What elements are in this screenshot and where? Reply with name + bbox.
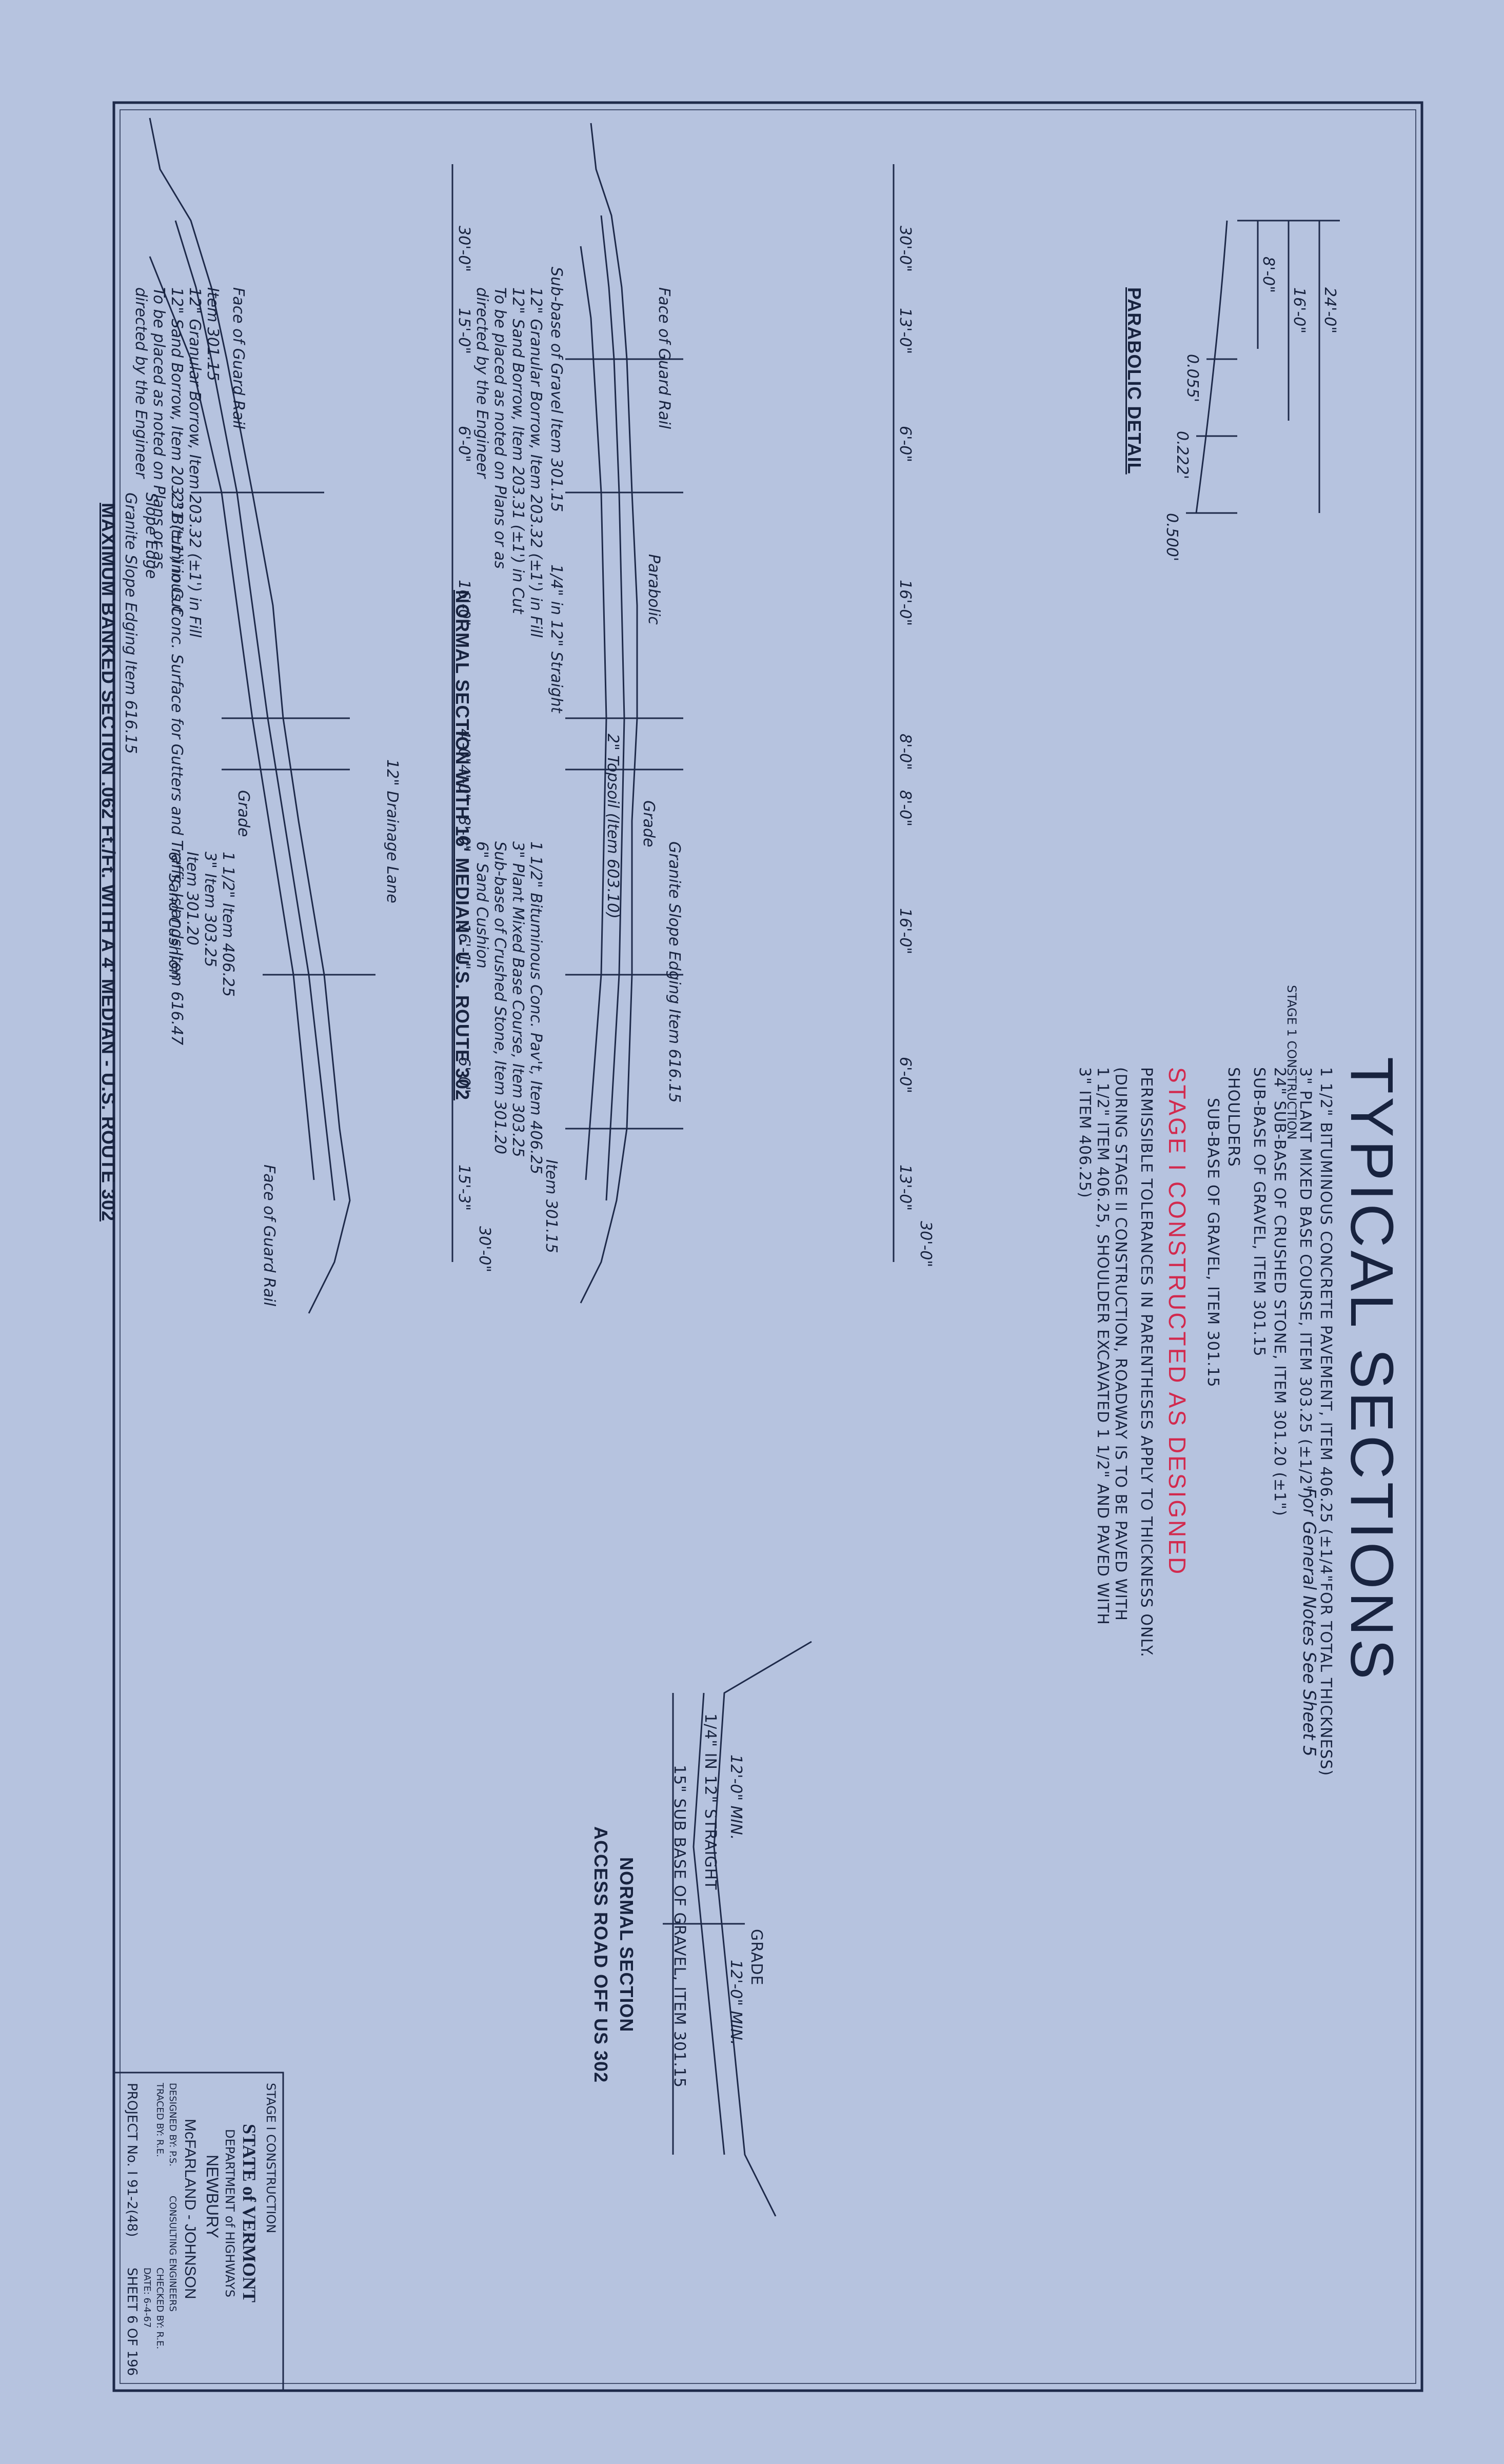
tolerances-note: PERMISSIBLE TOLERANCES IN PARENTHESES AP… xyxy=(1137,1067,1155,1658)
tb-project: PROJECT No. I 91-2(48) xyxy=(124,2083,140,2237)
normal-note-bituminous: 1 1/2" Bituminous Conc. Pav't, Item 406.… xyxy=(527,841,545,1175)
normal-dim-6: 16'-0" xyxy=(896,908,914,955)
parabolic-dim-8: 8'-0" xyxy=(1259,257,1277,293)
normal-note-topsoil: 2" Topsoil (Item 603.10) xyxy=(604,734,622,919)
parabolic-dim-24: 24'-0" xyxy=(1321,287,1339,334)
stage-constructed-stamp: STAGE I CONSTRUCTED AS DESIGNED xyxy=(1164,1067,1191,1576)
normal-dim-7: 6'-0" xyxy=(896,1057,914,1094)
parabolic-offset-2: 0.222' xyxy=(1173,431,1191,480)
normal-dim-3: 16'-0" xyxy=(896,580,914,626)
normal-note-cushion: 6" Sand Cushion xyxy=(473,841,491,969)
banked-dim-3: 16'-0" xyxy=(455,580,473,626)
normal-note-placed: To be placed as noted on Plans or as xyxy=(491,287,509,569)
normal-dim-0: 30'-0" xyxy=(896,226,914,272)
banked-note-granite: Granite Slope Edging Item 616.15 xyxy=(122,492,140,754)
tb-date: DATE: 6-4-67 xyxy=(142,2268,152,2328)
shoulders-line: SUB-BASE OF GRAVEL, ITEM 301.15 xyxy=(1204,1098,1222,1388)
banked-dim-7: 16'-1" xyxy=(455,923,473,970)
banked-dim-4: 4'-0" xyxy=(455,728,473,765)
access-note-subbase: 15" SUB BASE OF GRAVEL, ITEM 301.15 xyxy=(670,1765,688,2088)
tb-town: NEWBURY xyxy=(203,2155,222,2238)
banked-dim-1: 15'-0" xyxy=(455,308,473,354)
normal-dim-5: 8'-0" xyxy=(896,790,914,827)
normal-dim-1: 13'-0" xyxy=(896,308,914,354)
access-dim-right: 12'-0" MIN. xyxy=(727,1960,745,2045)
banked-dim-5: 4'-0" xyxy=(455,764,473,801)
parabolic-dim-16: 16'-0" xyxy=(1290,287,1308,334)
access-label-1: NORMAL SECTION xyxy=(616,1857,637,2033)
stage1-line2: 3" PLANT MIXED BASE COURSE, ITEM 303.25 … xyxy=(1296,1067,1314,1500)
tb-firm-sub: CONSULTING ENGINEERS xyxy=(167,2196,178,2312)
normal-note-grade: Grade xyxy=(640,800,658,847)
stage2-note-3: 3" ITEM 406.25) xyxy=(1076,1067,1094,1198)
stage1-line4: SUB-BASE OF GRAVEL, ITEM 301.15 xyxy=(1250,1067,1268,1357)
normal-note-crushed: Sub-base of Crushed Stone, Item 301.20 xyxy=(491,841,509,1154)
tb-state: STATE of VERMONT xyxy=(239,2124,260,2303)
access-note-grade: GRADE xyxy=(747,1929,765,1986)
general-notes-ref: For General Notes See Sheet 5 xyxy=(1299,1488,1319,1757)
banked-note-cushion: 6" Sand Cushion xyxy=(165,852,183,979)
banked-note-bituminous: 1 1/2" Item 406.25 xyxy=(219,852,237,997)
normal-note-base: 3" Plant Mixed Base Course, Item 303.25 xyxy=(509,841,527,1157)
banked-dim-10: 30'-0" xyxy=(476,1226,493,1273)
stage2-note-2: 1 1/2" ITEM 406.25, SHOULDER EXCAVATED 1… xyxy=(1094,1067,1112,1625)
tb-checked: CHECKED BY: R.E. xyxy=(154,2268,165,2350)
normal-note-straight: 1/4" in 12" Straight xyxy=(547,564,565,713)
tb-stage: STAGE I CONSTRUCTION xyxy=(264,2083,278,2234)
normal-note-granular: 12" Granular Borrow, Item 203.32 (±1') i… xyxy=(527,287,545,638)
banked-dim-0: 30'-0" xyxy=(455,226,473,272)
parabolic-offset-1: 0.055' xyxy=(1183,354,1201,403)
parabolic-offset-3: 0.500' xyxy=(1163,513,1181,562)
access-note-straight: 1/4" IN 12" STRAIGHT xyxy=(701,1713,719,1890)
tb-traced: TRACED BY: R.E. xyxy=(154,2083,165,2157)
banked-note-engineer: directed by the Engineer xyxy=(132,287,150,479)
banked-note-slope-edge: Slope Edge xyxy=(142,492,160,579)
stage1-line1: 1 1/2" BITUMINOUS CONCRETE PAVEMENT, ITE… xyxy=(1317,1067,1335,1777)
banked-note-guard-rail-left: Face of Guard Rail xyxy=(229,287,247,429)
banked-dim-8: 6'-0" xyxy=(455,1057,473,1094)
normal-note-parabolic: Parabolic xyxy=(645,554,663,625)
normal-dim-2: 6'-0" xyxy=(896,426,914,463)
normal-note-granite: Granite Slope Edging Item 616.15 xyxy=(665,841,683,1103)
tb-designed: DESIGNED BY: P.S. xyxy=(167,2083,178,2167)
normal-note-subbase: Sub-base of Gravel Item 301.15 xyxy=(547,267,565,512)
parabolic-detail-label: PARABOLIC DETAIL xyxy=(1124,287,1145,475)
banked-note-guard-rail-right: Face of Guard Rail xyxy=(260,1165,278,1307)
normal-note-engineer: directed by the Engineer xyxy=(473,287,491,479)
banked-section-label: MAXIMUM BANKED SECTION .062 Ft./Ft. WITH… xyxy=(98,503,119,1221)
banked-note-item: Item 301.15 xyxy=(204,287,222,381)
normal-note-guard-rail-left: Face of Guard Rail xyxy=(655,287,673,429)
stage2-note-1: (DURING STAGE II CONSTRUCTION, ROADWAY I… xyxy=(1112,1067,1130,1621)
normal-dim-9: 30'-0" xyxy=(917,1221,935,1268)
normal-note-item: Item 301.15 xyxy=(542,1159,560,1253)
tb-firm: McFARLAND - JOHNSON xyxy=(182,2119,199,2299)
shoulders-label: SHOULDERS xyxy=(1224,1067,1242,1167)
normal-dim-8: 13'-0" xyxy=(896,1165,914,1211)
banked-note-crushed: Item 301.20 xyxy=(183,852,201,945)
tb-dept: DEPARTMENT of HIGHWAYS xyxy=(223,2129,237,2298)
banked-note-granular: 12" Granular Borrow, Item 203.32 (±1') i… xyxy=(186,287,204,638)
banked-note-grade: Grade xyxy=(234,790,252,837)
normal-note-sand: 12" Sand Borrow, Item 203.31 (±1') in Cu… xyxy=(509,287,527,614)
access-dim-left: 12'-0" MIN. xyxy=(727,1755,745,1840)
banked-note-base: 3" Item 303.25 xyxy=(201,852,219,968)
banked-note-drainage: 12" Drainage Lane xyxy=(383,759,401,903)
tb-sheet: SHEET 6 OF 196 xyxy=(124,2268,140,2376)
stage1-line3: 24" SUB-BASE OF CRUSHED STONE, ITEM 301.… xyxy=(1271,1067,1289,1516)
normal-dim-4: 8'-0" xyxy=(896,734,914,771)
drawing-title: TYPICAL SECTIONS xyxy=(1338,1057,1406,1683)
banked-dim-6: 8'-0" xyxy=(455,816,473,853)
banked-dim-9: 15'-3" xyxy=(455,1165,473,1211)
banked-dim-2: 6'-0" xyxy=(455,426,473,463)
access-label-2: ACCESS ROAD OFF US 302 xyxy=(590,1826,611,2083)
